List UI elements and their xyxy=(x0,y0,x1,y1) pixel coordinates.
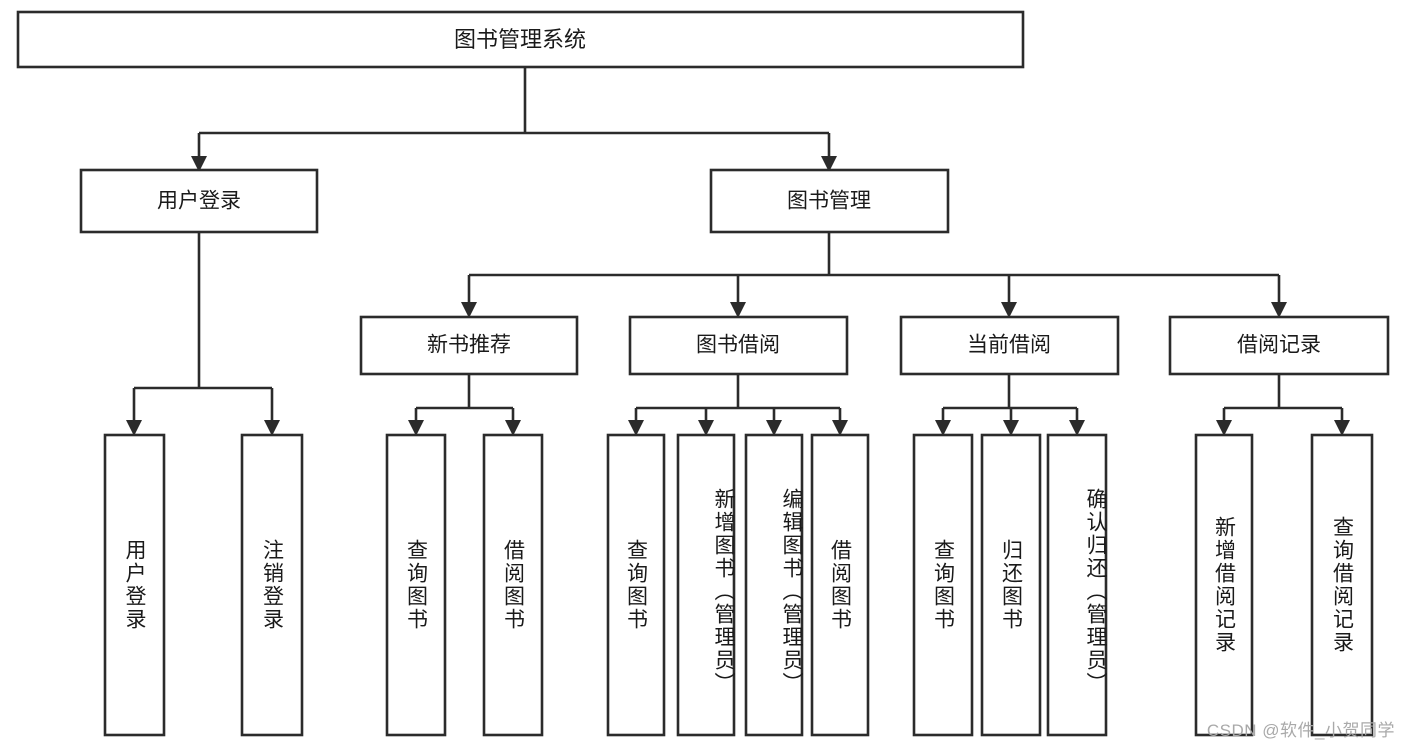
arrow-to-leaf-borrow-book xyxy=(832,420,848,436)
node-leaf-logout-login-box[interactable] xyxy=(240,433,304,737)
arrow-to-leaf-add-borrow-record xyxy=(1216,420,1232,436)
node-root-box[interactable] xyxy=(16,10,1025,69)
arrow-to-leaf-return-book xyxy=(1003,420,1019,436)
arrow-to-leaf-user-login xyxy=(126,420,142,436)
arrow-to-borrow-record xyxy=(1271,302,1287,318)
connector-layer xyxy=(126,67,1350,436)
node-book-manage-label: 图书管理 xyxy=(787,190,871,213)
node-leaf-query-borrow-record-box[interactable] xyxy=(1310,433,1374,737)
node-new-book-rec[interactable]: 新书推荐 xyxy=(359,315,579,376)
node-leaf-return-book-box[interactable] xyxy=(980,433,1042,737)
arrow-to-new-book-rec xyxy=(461,302,477,318)
node-book-borrow[interactable]: 图书借阅 xyxy=(628,315,849,376)
node-leaf-borrow-book-rec-box[interactable] xyxy=(482,433,544,737)
node-borrow-record[interactable]: 借阅记录 xyxy=(1168,315,1390,376)
arrow-to-leaf-query-book-cur xyxy=(935,420,951,436)
node-new-book-rec-label: 新书推荐 xyxy=(427,334,511,357)
node-leaf-query-book-cur-box[interactable] xyxy=(912,433,974,737)
csdn-watermark: CSDN @软件_小贺同学 xyxy=(1206,721,1395,740)
node-book-borrow-label: 图书借阅 xyxy=(696,334,780,357)
node-leaf-query-book-rec-box[interactable] xyxy=(385,433,447,737)
node-book-manage[interactable]: 图书管理 xyxy=(709,168,950,234)
node-borrow-record-label: 借阅记录 xyxy=(1237,334,1321,357)
node-book-manage-box[interactable] xyxy=(709,168,950,234)
arrow-to-book-borrow xyxy=(730,302,746,318)
arrow-to-leaf-query-book-borrow xyxy=(628,420,644,436)
arrow-to-user-login xyxy=(191,156,207,172)
node-root[interactable]: 图书管理系统 xyxy=(16,10,1025,69)
node-user-login-box[interactable] xyxy=(79,168,319,234)
node-leaf-confirm-return-admin-box[interactable] xyxy=(1046,433,1108,737)
node-borrow-record-box[interactable] xyxy=(1168,315,1390,376)
node-leaf-user-login-box[interactable] xyxy=(103,433,166,737)
arrow-to-leaf-logout-login xyxy=(264,420,280,436)
node-current-borrow[interactable]: 当前借阅 xyxy=(899,315,1120,376)
node-new-book-rec-box[interactable] xyxy=(359,315,579,376)
node-current-borrow-box[interactable] xyxy=(899,315,1120,376)
arrow-to-leaf-confirm-return-admin xyxy=(1069,420,1085,436)
arrow-to-leaf-query-book-rec xyxy=(408,420,424,436)
node-leaf-edit-book-admin-box[interactable] xyxy=(744,433,804,737)
node-user-login[interactable]: 用户登录 xyxy=(79,168,319,234)
node-leaf-add-book-admin-box[interactable] xyxy=(676,433,736,737)
arrow-to-leaf-add-book-admin xyxy=(698,420,714,436)
node-book-borrow-box[interactable] xyxy=(628,315,849,376)
node-leaf-borrow-book-box[interactable] xyxy=(810,433,870,737)
node-layer: 图书管理系统 用户登录 图书管理 新书推荐 图书借阅 当前 xyxy=(16,10,1390,737)
arrow-to-leaf-edit-book-admin xyxy=(766,420,782,436)
node-leaf-add-borrow-record-box[interactable] xyxy=(1194,433,1254,737)
node-current-borrow-label: 当前借阅 xyxy=(967,334,1051,357)
node-root-label: 图书管理系统 xyxy=(454,27,586,52)
arrow-to-current-borrow xyxy=(1001,302,1017,318)
node-leaf-query-book-borrow-box[interactable] xyxy=(606,433,666,737)
arrow-to-leaf-query-borrow-record xyxy=(1334,420,1350,436)
arrow-to-leaf-borrow-book-rec xyxy=(505,420,521,436)
node-user-login-label: 用户登录 xyxy=(157,190,241,213)
arrow-to-book-manage xyxy=(821,156,837,172)
